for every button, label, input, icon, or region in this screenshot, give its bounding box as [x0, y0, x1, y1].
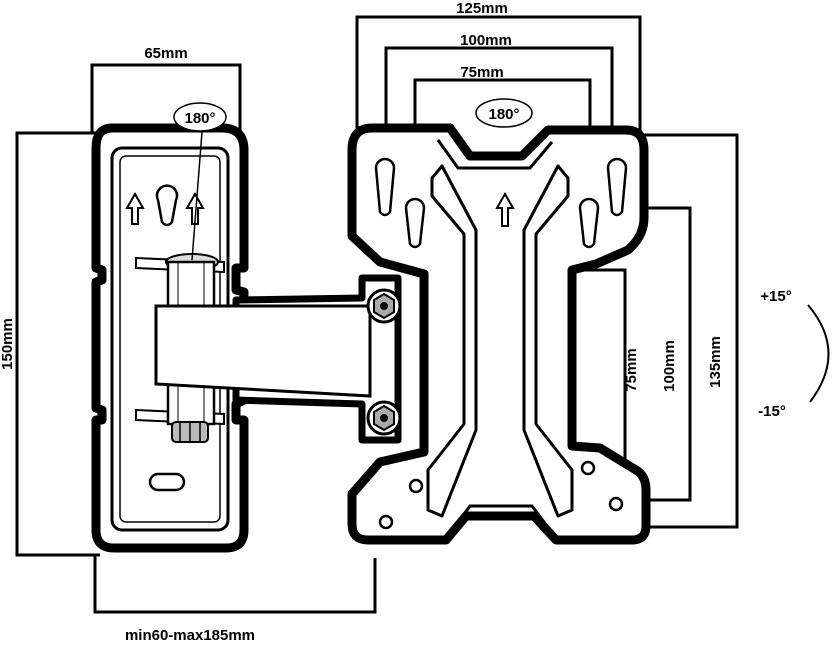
dim-65mm-label: 65mm — [144, 45, 187, 62]
vesa-holes — [378, 460, 624, 530]
dim-125mm-line — [355, 15, 642, 142]
mount-hole — [580, 460, 596, 476]
dim-75mm-top-label: 75mm — [460, 64, 503, 81]
keyhole — [578, 197, 600, 249]
dim-75mm-side-label: 75mm — [623, 348, 640, 391]
dim-75mm-side-line — [578, 268, 627, 474]
vesa-plate-outline — [347, 123, 651, 545]
dim-135mm-side-line — [640, 133, 739, 529]
vesa-slot-right — [522, 164, 574, 518]
tilt-indicator: +15° -15° — [758, 288, 830, 420]
vesa-slot-left — [426, 164, 478, 518]
tilt-arc — [807, 304, 830, 403]
keyhole — [606, 157, 628, 217]
dimension-labels: 65mm 150mm min60-max185mm 125mm 100mm 75… — [0, 0, 724, 644]
wall-plate-keyhole — [155, 184, 179, 227]
rotation-label-vesa: 180° — [488, 106, 519, 123]
dim-extension-line — [93, 556, 377, 614]
mount-hole — [378, 514, 394, 530]
dim-65mm-line — [90, 63, 242, 140]
mount-hole — [408, 478, 424, 494]
up-arrow-icon — [495, 191, 515, 227]
rotation-badge-vesa: 180° — [475, 98, 533, 128]
tilt-down-label: -15° — [758, 403, 786, 420]
dim-extension-label: min60-max185mm — [125, 627, 255, 644]
dim-100mm-side-label: 100mm — [661, 340, 678, 392]
dim-100mm-side-line — [614, 206, 692, 502]
dim-150mm-label: 150mm — [0, 318, 16, 370]
up-arrow-icon — [125, 191, 145, 225]
wall-plate-slot — [148, 472, 186, 492]
clamp-bolts — [366, 288, 402, 436]
rotation-label-wall: 180° — [184, 110, 215, 127]
vesa-keyholes — [374, 157, 628, 249]
keyhole — [374, 157, 396, 217]
rotation-badges: 180° 180° — [173, 98, 533, 132]
keyhole — [404, 197, 426, 249]
dim-125mm-label: 125mm — [456, 0, 508, 17]
vesa-plate — [347, 123, 651, 545]
tilt-up-label: +15° — [760, 288, 791, 305]
swing-arm — [154, 274, 402, 444]
rotation-badge-wall: 180° — [173, 102, 227, 132]
dim-100mm-label: 100mm — [460, 32, 512, 49]
dim-135mm-side-label: 135mm — [707, 336, 724, 388]
dim-150mm-line — [15, 131, 100, 557]
mount-hole — [608, 496, 624, 512]
